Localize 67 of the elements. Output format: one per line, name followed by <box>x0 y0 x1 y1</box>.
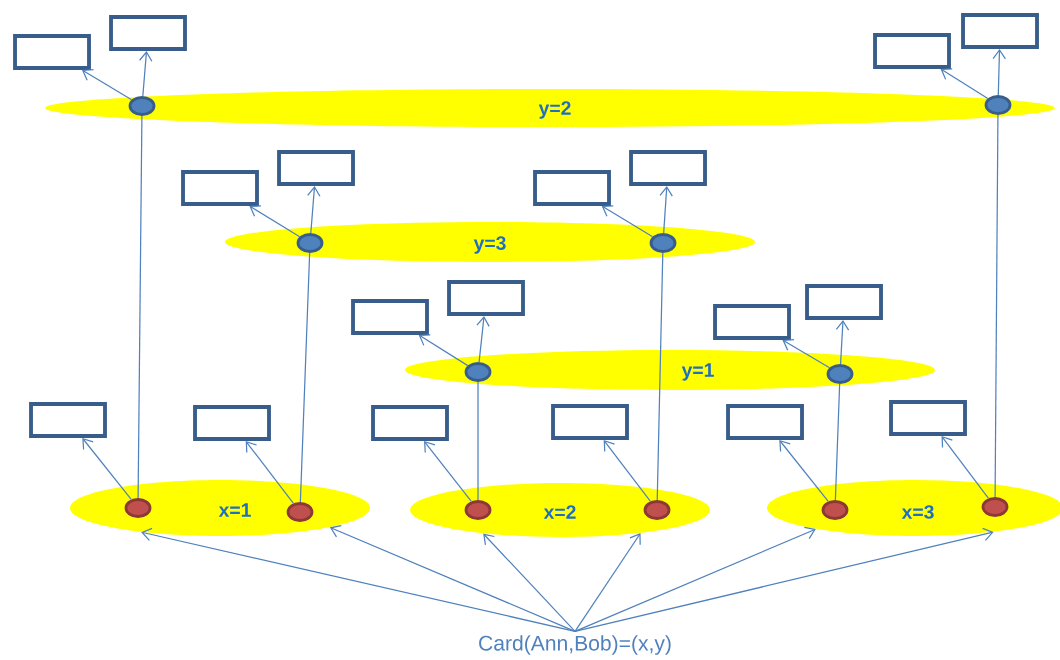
arrow <box>424 440 472 503</box>
empty-box <box>889 400 967 436</box>
empty-box <box>193 405 271 441</box>
arrow <box>782 339 831 369</box>
dot <box>128 96 156 116</box>
connector-line <box>656 252 664 501</box>
arrow <box>835 319 850 365</box>
empty-box <box>447 280 525 316</box>
empty-box <box>29 402 107 438</box>
oval-region: x=3 <box>767 480 1060 536</box>
arrow <box>659 185 673 234</box>
dot <box>124 498 152 518</box>
arrow <box>139 50 153 97</box>
arrow <box>307 185 321 234</box>
oval-region: y=1 <box>405 350 935 390</box>
arrow <box>249 205 301 238</box>
arrow <box>992 48 1007 96</box>
empty-box <box>629 150 707 186</box>
empty-box <box>351 299 429 335</box>
arrow <box>601 205 654 238</box>
connector-line <box>994 114 999 498</box>
empty-box <box>13 34 91 70</box>
arrow <box>940 68 989 100</box>
empty-box <box>371 405 449 441</box>
empty-box <box>726 404 804 440</box>
empty-box <box>109 15 187 51</box>
arrow <box>82 437 132 501</box>
dot <box>826 364 854 384</box>
oval-region: y=3 <box>225 222 755 262</box>
empty-box <box>551 404 629 440</box>
arrow <box>476 315 490 363</box>
connector-line <box>834 383 841 501</box>
oval-region: y=2 <box>45 89 1055 127</box>
empty-box <box>961 13 1039 49</box>
formula-text: Card(Ann,Bob)=(x,y) <box>479 635 671 655</box>
empty-box <box>805 284 883 320</box>
empty-box <box>713 304 791 340</box>
dot <box>821 500 849 520</box>
dot <box>981 497 1009 517</box>
connector-line <box>137 115 143 499</box>
arrow <box>574 527 994 632</box>
arrow <box>418 334 469 367</box>
empty-box <box>277 150 355 186</box>
dot <box>649 233 677 253</box>
arrow <box>245 440 295 504</box>
dot <box>464 362 492 382</box>
arrow <box>141 527 576 632</box>
oval-region: x=1 <box>70 480 370 536</box>
arrow <box>574 526 816 632</box>
oval-region: x=2 <box>410 483 710 537</box>
connector-line <box>477 381 479 501</box>
connector-line <box>299 252 311 503</box>
arrow <box>574 533 641 632</box>
dot <box>464 500 492 520</box>
arrow <box>329 524 576 632</box>
dot <box>296 233 324 253</box>
empty-box <box>181 170 259 206</box>
arrow <box>941 435 990 499</box>
arrow <box>81 69 133 101</box>
arrow <box>779 439 829 503</box>
dot <box>286 502 314 522</box>
empty-box <box>533 170 611 206</box>
arrow <box>603 439 652 502</box>
arrow <box>483 533 576 632</box>
empty-box <box>873 33 951 69</box>
dot <box>643 500 671 520</box>
dot <box>984 95 1012 115</box>
